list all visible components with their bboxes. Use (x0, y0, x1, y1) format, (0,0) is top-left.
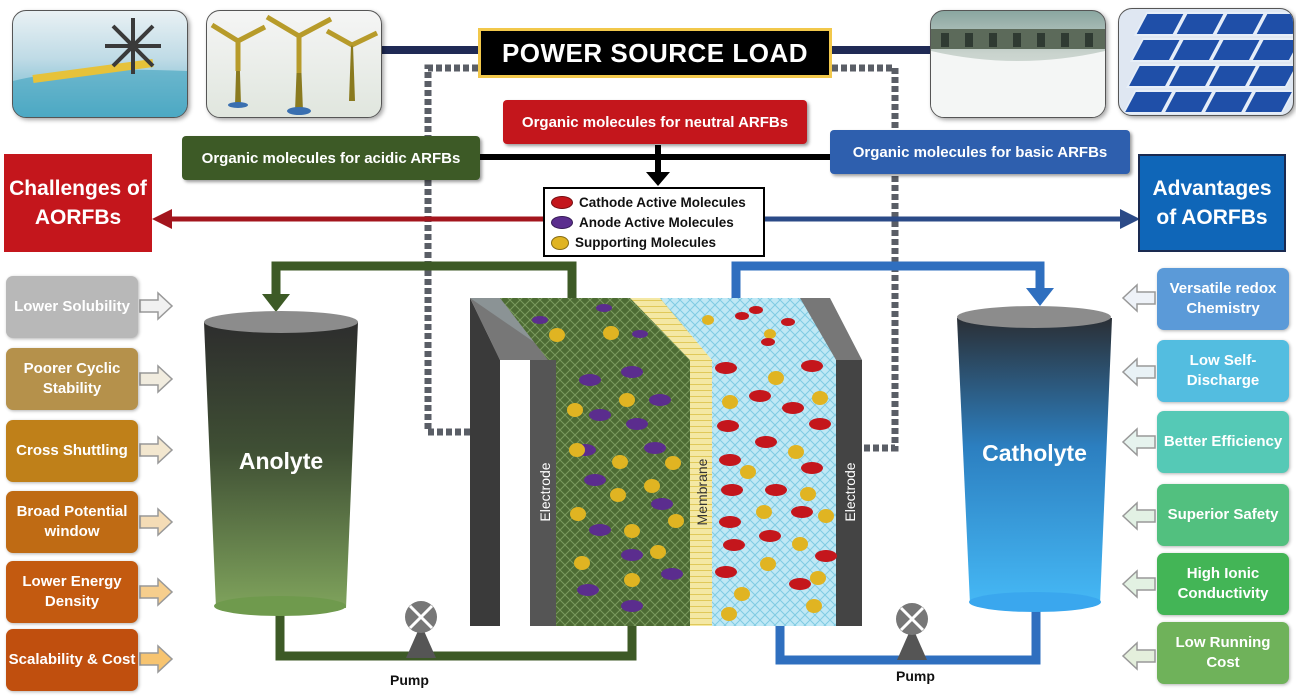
catholyte-tank-body (957, 318, 1112, 604)
challenge-card: Broad Potential window (6, 491, 138, 553)
challenge-card: Lower Solubility (6, 276, 138, 338)
catholyte-compartment-top (660, 298, 836, 360)
pump-label-right: Pump (896, 668, 935, 684)
catholyte-label: Catholyte (982, 440, 1087, 466)
power-source-load-title: POWER SOURCE LOAD (478, 28, 832, 78)
anolyte-tank-body (204, 322, 358, 608)
advantage-card: Low Running Cost (1157, 622, 1289, 684)
connector-arrowhead (646, 172, 670, 186)
legend-cathode: Cathode Active Molecules (551, 195, 746, 210)
anode-molecules (532, 304, 683, 612)
anolyte-flow-top (271, 261, 577, 300)
acidic-molecules-box: Organic molecules for acidic ARFBs (182, 136, 480, 180)
legend-supporting-label: Supporting Molecules (575, 235, 717, 250)
challenge-card: Lower Energy Density (6, 561, 138, 623)
advantage-arrows (1121, 283, 1156, 671)
legend-anode: Anode Active Molecules (551, 215, 734, 230)
dam-icon (930, 10, 1106, 118)
challenge-card: Poorer Cyclic Stability (6, 348, 138, 410)
catholyte-flow-top (731, 261, 1045, 300)
molecule-legend: Cathode Active Molecules Anode Active Mo… (543, 187, 765, 257)
supporting-molecule-icon (551, 235, 569, 250)
anolyte-flow-bottom (275, 608, 637, 661)
membrane-label: Membrane (694, 458, 710, 526)
anolyte-tank-top (204, 311, 358, 333)
catholyte-flow-arrowhead (1026, 288, 1054, 306)
electrode-right-front (836, 360, 862, 626)
electrode-left-front (530, 360, 560, 626)
challenges-title: Challenges of AORFBs (4, 154, 152, 252)
advantage-card: Better Efficiency (1157, 411, 1289, 473)
advantage-card: Low Self-Discharge (1157, 340, 1289, 402)
basic-molecules-box: Organic molecules for basic ARFBs (830, 130, 1130, 174)
pump-icon (896, 603, 928, 660)
catholyte-tank-top (957, 306, 1111, 328)
electrode-right-label: Electrode (842, 462, 858, 522)
challenge-card: Scalability & Cost (6, 629, 138, 691)
cable-left (424, 64, 478, 436)
solar-panel-icon (1118, 8, 1294, 116)
advantage-card: Superior Safety (1157, 484, 1289, 546)
electrode-left-label: Electrode (537, 462, 553, 522)
cathode-molecules (715, 306, 837, 590)
advantages-title: Advantages of AORFBs (1138, 154, 1286, 252)
cable-right (832, 64, 899, 452)
cathode-molecule-icon (551, 196, 573, 209)
legend-supporting: Supporting Molecules (551, 235, 716, 250)
advantages-arrowhead (1120, 209, 1140, 229)
water-wheel-icon (12, 10, 188, 118)
wind-turbines-icon (206, 10, 382, 118)
legend-cathode-label: Cathode Active Molecules (579, 195, 746, 210)
supporting-molecules (549, 315, 834, 621)
membrane (690, 360, 712, 626)
challenges-arrowhead (152, 209, 172, 229)
advantage-card: Versatile redox Chemistry (1157, 268, 1289, 330)
electrode-right-top (800, 298, 862, 360)
anolyte-tank-bottom (214, 596, 346, 616)
electrode-left-side (470, 298, 500, 626)
anolyte-flow-arrowhead (262, 294, 290, 312)
pump-icon (405, 601, 437, 658)
anolyte-compartment-top (500, 298, 690, 360)
legend-anode-label: Anode Active Molecules (579, 215, 734, 230)
advantage-card: High Ionic Conductivity (1157, 553, 1289, 615)
anode-molecule-icon (551, 216, 573, 229)
challenge-arrows (139, 291, 174, 674)
challenge-card: Cross Shuttling (6, 420, 138, 482)
anolyte-label: Anolyte (238, 448, 324, 474)
pump-label-left: Pump (390, 672, 429, 688)
neutral-molecules-box: Organic molecules for neutral ARFBs (503, 100, 807, 144)
catholyte-tank-bottom (969, 592, 1101, 612)
